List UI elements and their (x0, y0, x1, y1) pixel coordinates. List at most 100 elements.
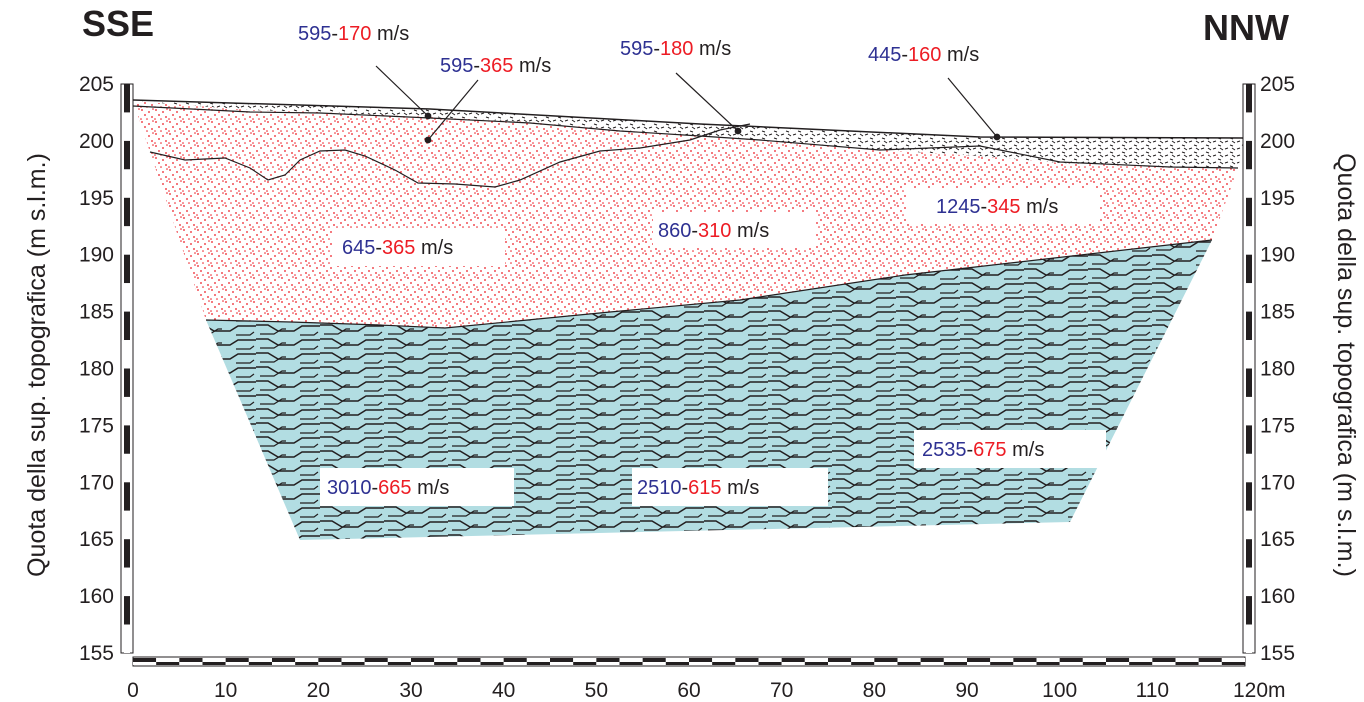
x-tick-label: 30 (399, 679, 422, 702)
velocity-label: 595-180 m/s (620, 38, 731, 60)
scale-bar-segment (1246, 340, 1252, 369)
scale-bar-segment (642, 662, 666, 665)
x-tick-label: 80 (863, 679, 886, 702)
right-axis-title: Quota della sup. topografica (m s.l.m.) (1332, 153, 1360, 577)
scale-bar-segment (480, 662, 504, 665)
velocity-label: 445-160 m/s (868, 44, 979, 66)
scale-bar-segment (1152, 658, 1176, 662)
scale-bar-segment (920, 658, 944, 662)
y-tick-label: 195 (1260, 187, 1295, 210)
y-tick-label: 185 (1260, 301, 1295, 324)
scale-bar-segment (1059, 658, 1083, 662)
scale-bar-segment (943, 662, 967, 665)
scale-bar-segment (364, 662, 388, 665)
scale-bar-segment (1129, 658, 1153, 662)
scale-bar-segment (1246, 254, 1252, 284)
scale-bar-segment (851, 658, 875, 662)
scale-bar-segment (1106, 662, 1130, 665)
scale-bar-segment (318, 658, 342, 662)
scale-bar-segment (874, 662, 898, 665)
scale-bar-segment (897, 658, 921, 662)
scale-bar-segment (1013, 658, 1037, 662)
scale-bar-segment (1106, 658, 1130, 662)
y-tick-label: 155 (79, 642, 114, 665)
y-tick-label: 170 (1260, 471, 1295, 494)
scale-bar-segment (1246, 624, 1252, 653)
scale-bar-segment (202, 662, 226, 665)
scale-bar-segment (248, 658, 272, 662)
scale-bar-segment (1246, 226, 1252, 255)
y-tick-label: 170 (79, 471, 114, 494)
leader-lines (375, 65, 1001, 144)
y-tick-label: 155 (1260, 642, 1295, 665)
y-tick-label: 160 (1260, 585, 1295, 608)
horizontal-distance-scale-bar (132, 656, 1246, 667)
label-backgrounds (320, 188, 1106, 506)
scale-bar-segment (596, 662, 620, 665)
scale-bar-segment (341, 662, 365, 665)
scale-bar-segment (1246, 368, 1252, 397)
x-tick-label: 50 (585, 679, 608, 702)
scale-bar-segment (124, 624, 130, 653)
scale-bar-segment (503, 658, 527, 662)
scale-bar-segment (943, 658, 967, 662)
scale-bar-segment (156, 658, 180, 662)
scale-bar-segment (874, 658, 898, 662)
scale-bar-segment (828, 662, 852, 665)
scale-bar-segment (341, 658, 365, 662)
scale-bar-segment (387, 658, 411, 662)
velocity-label: 3010-665 m/s (327, 477, 449, 499)
scale-bar-segment (179, 658, 203, 662)
scale-bar-segment (573, 658, 597, 662)
scale-bar-segment (124, 396, 130, 426)
scale-bar-segment (735, 662, 759, 665)
scale-bar-segment (1246, 396, 1252, 426)
scale-bar-segment (503, 662, 527, 665)
scale-bar-segment (851, 662, 875, 665)
scale-bar-segment (457, 658, 481, 662)
scale-bar-segment (124, 84, 130, 113)
x-tick-label: 40 (492, 679, 515, 702)
y-tick-label: 175 (1260, 414, 1295, 437)
y-tick-label: 180 (1260, 358, 1295, 381)
scale-bar-segment (295, 662, 319, 665)
scale-bar-segment (124, 254, 130, 284)
scale-bar-segment (665, 662, 689, 665)
x-tick-label: 0 (127, 679, 139, 702)
scale-bar-segment (133, 662, 157, 665)
direction-label-nnw: NNW (1203, 7, 1289, 48)
scale-bar-segment (712, 662, 736, 665)
y-tick-label: 200 (1260, 130, 1295, 153)
velocity-label: 860-310 m/s (658, 220, 769, 242)
scale-bar-segment (124, 197, 130, 227)
surface-layer-base-line (132, 105, 1239, 169)
x-tick-label: 110 (1136, 679, 1169, 702)
x-tick-label: 20 (307, 679, 330, 702)
velocity-label: 595-365 m/s (440, 55, 551, 77)
scale-bar-segment (124, 425, 130, 454)
y-tick-label: 175 (79, 414, 114, 437)
scale-bar-segment (434, 662, 458, 665)
scale-bar-segment (124, 226, 130, 255)
x-tick-label: 100 (1042, 679, 1077, 702)
scale-bar-segment (1013, 662, 1037, 665)
scale-bar-segment (1175, 662, 1199, 665)
scale-bar-segment (124, 368, 130, 397)
y-tick-label: 190 (79, 244, 114, 267)
scale-bar-segment (1246, 84, 1252, 113)
scale-bar-segment (124, 112, 130, 141)
scale-bar-segment (642, 658, 666, 662)
scale-bar-segment (897, 662, 921, 665)
scale-bar-segment (619, 662, 643, 665)
scale-bar-segment (124, 596, 130, 625)
scale-bar-segment (1246, 140, 1252, 170)
scale-bar-segment (1246, 596, 1252, 625)
scale-bar-segment (124, 340, 130, 369)
velocity-label: 2535-675 m/s (922, 439, 1044, 461)
inner-boundary-line (149, 123, 751, 188)
scale-bar-segment (758, 658, 782, 662)
x-tick-label: 60 (677, 679, 700, 702)
